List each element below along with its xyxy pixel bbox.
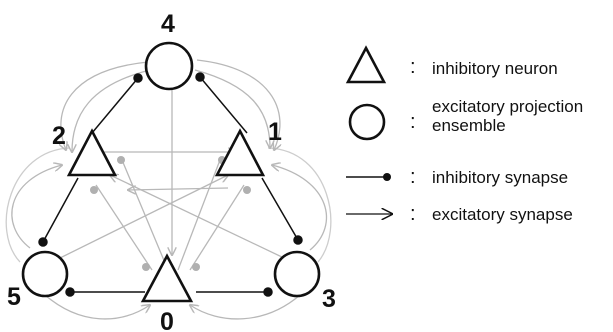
excitatory-connections	[5, 59, 332, 320]
inhibitory-gray-dots	[90, 156, 251, 271]
synapse-dot	[195, 72, 205, 82]
synapse-dot	[293, 235, 303, 245]
node-3-circle	[273, 250, 321, 298]
edge-1-to-cross	[128, 188, 229, 190]
edge-4-to-2-outer	[61, 61, 149, 150]
edge-1-to-0	[189, 184, 245, 271]
synapse-dot	[133, 73, 143, 83]
edge-2-to-5	[42, 177, 79, 243]
edge-4-to-1-curve	[194, 69, 270, 148]
edge-1-to-4	[199, 76, 248, 134]
nodes	[21, 41, 321, 303]
legend-circle-icon	[348, 103, 386, 141]
edge-1-to-0-inner	[177, 159, 221, 271]
node-5-circle	[21, 250, 69, 298]
gray-synapse-dot	[243, 186, 251, 194]
edge-5-outer-loop	[5, 147, 71, 263]
gray-synapse-dot	[90, 186, 98, 194]
legend-excitatory-synapse: excitatory synapse	[432, 205, 573, 224]
synapse-dot	[65, 287, 75, 297]
edge-2-to-0-inner	[121, 159, 169, 271]
legend-separator: :	[410, 166, 416, 188]
legend-separator: :	[410, 203, 416, 225]
node-1-label: 1	[268, 118, 282, 146]
edge-3-to-1-curve	[272, 165, 328, 251]
gray-synapse-dot	[142, 263, 150, 271]
edge-5-to-1	[59, 175, 228, 259]
legend-triangle-icon	[345, 45, 387, 84]
node-2-label: 2	[52, 122, 66, 150]
edge-3-to-0-curve	[190, 294, 301, 320]
edge-4-to-1-outer	[196, 59, 280, 150]
edge-3-to-2	[110, 175, 285, 259]
node-2-triangle	[66, 128, 118, 177]
node-4-circle	[144, 41, 194, 91]
legend-synapse-dot-icon	[383, 173, 391, 181]
legend: : inhibitory neuron : excitatory project…	[345, 45, 583, 225]
node-0-label: 0	[160, 308, 174, 332]
synapse-dot	[263, 287, 273, 297]
legend-inhibitory-synapse: inhibitory synapse	[432, 168, 568, 187]
edge-4-to-2-curve	[72, 69, 151, 152]
legend-separator: :	[410, 111, 416, 133]
gray-synapse-dot	[117, 156, 125, 164]
node-0-triangle	[140, 253, 194, 303]
edge-2-to-0	[95, 184, 153, 271]
legend-excitatory-line1: excitatory projection	[432, 97, 583, 116]
node-3-label: 3	[322, 285, 336, 313]
inhibitory-connections	[38, 72, 303, 297]
gray-synapse-dot	[192, 263, 200, 271]
edge-5-to-0-curve	[44, 294, 150, 320]
legend-inhibitory-neuron: inhibitory neuron	[432, 59, 558, 78]
synapse-dot	[38, 237, 48, 247]
node-4-label: 4	[161, 10, 175, 38]
legend-excitatory-line2: ensemble	[432, 116, 506, 135]
edge-2-to-4	[91, 77, 139, 134]
node-1-triangle	[214, 128, 266, 177]
node-5-label: 5	[7, 283, 21, 311]
edge-1-to-3	[261, 177, 299, 241]
edge-5-to-2-curve	[11, 165, 62, 249]
edge-3-outer-loop	[267, 147, 332, 263]
legend-separator: :	[410, 56, 416, 78]
